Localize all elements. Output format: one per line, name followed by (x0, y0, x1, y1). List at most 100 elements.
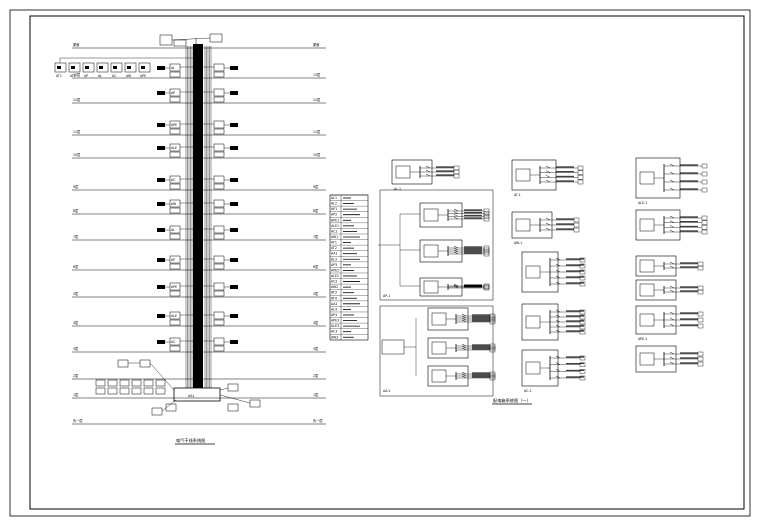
circuit-breaker (669, 163, 675, 167)
roof-main-box (173, 39, 187, 47)
roof-breaker (85, 66, 89, 69)
legend-row-code: AL2 (331, 202, 337, 206)
legend-row-code: ALE1 (331, 224, 339, 228)
load-terminal (483, 208, 490, 214)
incoming-breaker (395, 165, 411, 179)
floor-panel-box (169, 120, 181, 129)
meter-box (157, 66, 165, 70)
ground-panel-box (95, 379, 106, 387)
roof-box-label: AP (84, 74, 88, 78)
panel-schedule (635, 255, 704, 277)
load-terminal (577, 165, 584, 171)
circuit-breaker (669, 179, 675, 183)
circuit-breaker (461, 375, 467, 379)
roof-panel-box (138, 62, 151, 73)
floor-panel-box (169, 151, 181, 158)
circuit-breaker (555, 362, 561, 365)
floor-panel-box (213, 207, 225, 214)
circuit-breaker (555, 275, 561, 279)
incoming-breaker (431, 312, 447, 326)
floor-label-left: 9层 (73, 184, 78, 189)
floor-panel-box (169, 207, 181, 214)
circuit-breaker (555, 324, 561, 328)
floor-panel-box (213, 128, 225, 135)
main-distribution-panel (173, 387, 221, 402)
panel-schedule (521, 251, 586, 293)
meter-box (230, 314, 238, 318)
floor-box-label: APE (171, 123, 177, 127)
load-terminal (701, 187, 708, 193)
circuit-breaker (453, 208, 459, 212)
floor-label-right: 6层 (313, 264, 318, 269)
circuit-breaker (453, 216, 459, 220)
floor-panel-box (169, 345, 181, 352)
load-terminal (489, 347, 496, 353)
legend-row-code: AL1 (331, 196, 337, 200)
circuit-breaker (555, 329, 561, 333)
load-terminal (579, 309, 586, 315)
roof-panel-box (124, 62, 137, 73)
floor-label-left: 负一层 (73, 418, 83, 423)
floor-label-left: 4层 (73, 320, 78, 325)
incoming-breaker (431, 369, 447, 383)
circuit-breaker (669, 171, 675, 175)
load-terminal (453, 165, 460, 171)
riser-diagram-title: 电气干线系统图 (176, 437, 205, 444)
legend-row-code: AW1 (331, 235, 338, 239)
load-terminal (579, 281, 586, 287)
legend-row-code: AP1 (331, 207, 337, 211)
circuit-breaker (555, 281, 561, 285)
circuit-breaker (545, 170, 551, 173)
ground-panel-box (155, 387, 166, 395)
incoming-breaker (639, 218, 655, 232)
ground-panel-box (155, 379, 166, 387)
circuit-breaker (555, 355, 561, 359)
floor-label-right: 12层 (313, 97, 320, 102)
roof-box-label: AT2 (70, 74, 76, 78)
legend-row-code: APE1 (331, 218, 339, 222)
panel-schedule (635, 345, 704, 373)
roof-box-label: APE (140, 74, 146, 78)
floor-label-left: 2层 (73, 373, 78, 378)
roof-box-label: AT1 (56, 74, 62, 78)
incoming-breaker (525, 265, 541, 279)
circuit-breaker (555, 269, 561, 273)
load-terminal (453, 169, 460, 175)
panel-label: AW-1 (514, 241, 522, 245)
roof-box-label: AL (98, 74, 102, 78)
basement-panel-box (249, 399, 261, 408)
ground-panel-box (119, 387, 130, 395)
load-terminal (697, 289, 704, 295)
load-terminal (579, 269, 586, 275)
circuit-breaker (453, 284, 459, 288)
floor-panel-box (169, 337, 181, 346)
circuit-breaker (669, 215, 675, 219)
load-terminal (483, 284, 490, 290)
branch-line (149, 362, 175, 391)
branch-line (161, 399, 177, 412)
meter-box (157, 285, 165, 289)
floor-panel-box (213, 282, 225, 291)
circuit-breaker (555, 257, 561, 261)
circuit-breaker (453, 285, 459, 289)
panel-schedule: AW-1 (511, 211, 580, 245)
circuit-breaker (453, 245, 459, 249)
floor-box-label: AW (171, 202, 177, 206)
circuit-breaker (545, 227, 551, 231)
panel-frame (511, 159, 557, 191)
panel-schedule (635, 279, 704, 301)
circuit-breaker (545, 165, 551, 169)
load-terminal (489, 375, 496, 381)
circuit-breaker (669, 285, 675, 289)
floor-panel-box (169, 225, 181, 234)
circuit-breaker (453, 247, 459, 251)
circuit-breaker (453, 211, 459, 214)
load-terminal (483, 211, 490, 216)
floor-label-right: 1层 (313, 392, 318, 397)
panel-schedule: ALE-1 (635, 157, 708, 205)
panel-schedule (419, 239, 490, 263)
floor-label-right: 11层 (313, 129, 320, 134)
meter-box (230, 202, 238, 206)
